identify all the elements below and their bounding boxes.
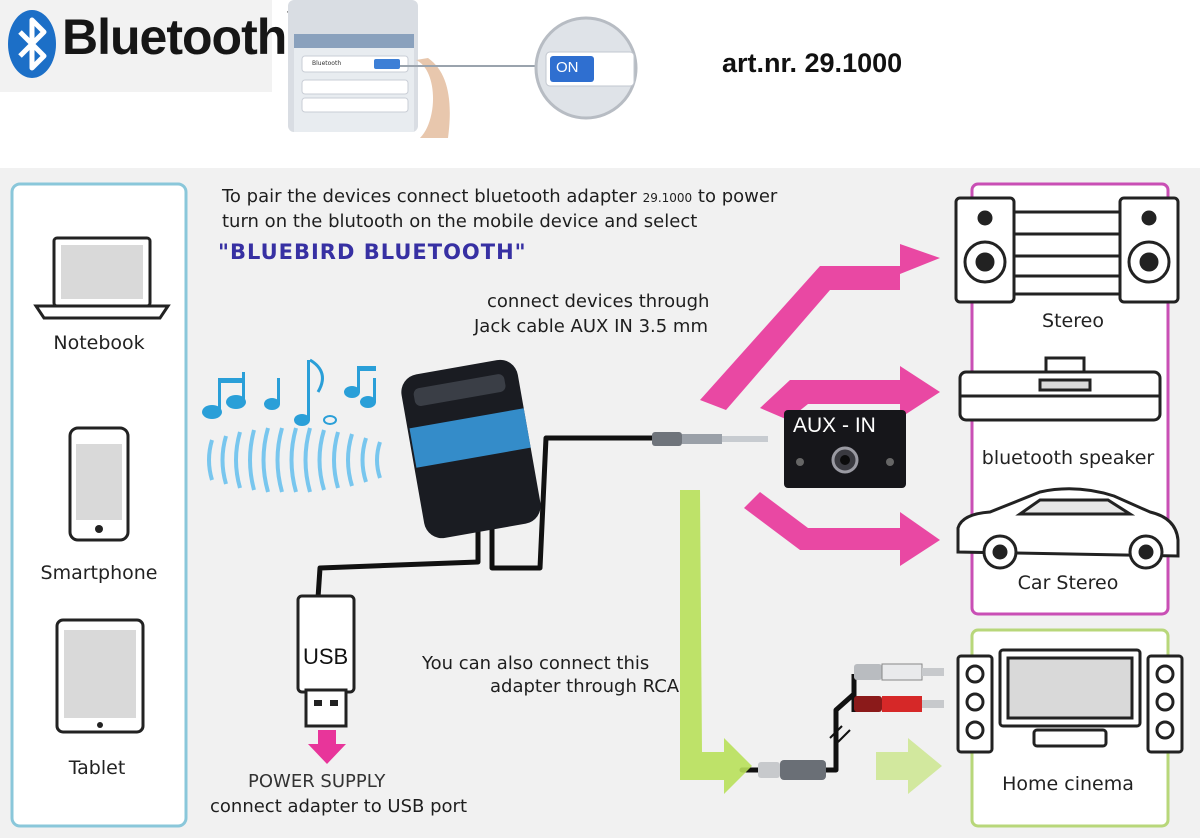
tablet-label: Tablet bbox=[68, 757, 126, 779]
bluetooth-adapter-icon bbox=[401, 359, 541, 539]
bluetooth-toggle-label: ON bbox=[556, 59, 579, 76]
bluetooth-waves-icon bbox=[207, 427, 382, 493]
car-stereo-icon bbox=[956, 487, 1180, 570]
pair-instruction-line1: To pair the devices connect bluetooth ad… bbox=[222, 186, 778, 207]
rca-note-line2: adapter through RCA bbox=[490, 676, 680, 697]
green-rca-arrows bbox=[680, 490, 942, 794]
stereo-label: Stereo bbox=[1042, 310, 1104, 332]
car-stereo-label: Car Stereo bbox=[1017, 572, 1119, 594]
article-number: art.nr. 29.1000 bbox=[722, 48, 903, 78]
aux-in-label: AUX - IN bbox=[793, 414, 876, 437]
bluetooth-logo-icon bbox=[8, 10, 56, 78]
rca-note-line1: You can also connect this bbox=[422, 653, 650, 674]
jack-plug-icon bbox=[652, 432, 768, 446]
notebook-icon bbox=[33, 236, 171, 320]
power-supply-hint: connect adapter to USB port bbox=[210, 796, 468, 817]
home-cinema-label: Home cinema bbox=[1002, 773, 1134, 795]
usb-label: USB bbox=[303, 644, 349, 669]
aux-in-box-icon bbox=[784, 410, 906, 488]
jack-note-line1: connect devices through bbox=[487, 291, 710, 312]
power-arrow-icon bbox=[308, 730, 346, 764]
cables bbox=[315, 435, 857, 773]
music-notes-icon bbox=[202, 358, 376, 426]
usb-plug-icon bbox=[296, 594, 356, 728]
notebook-label: Notebook bbox=[53, 332, 145, 354]
smartphone-label: Smartphone bbox=[40, 562, 158, 584]
bluetooth-speaker-icon bbox=[958, 356, 1162, 422]
phone-bluetooth-row-label: Bluetooth bbox=[312, 60, 342, 67]
home-cinema-icon bbox=[956, 648, 1184, 754]
device-name-label: "BLUEBIRD BLUETOOTH" bbox=[218, 240, 527, 264]
stereo-icon bbox=[954, 196, 1180, 304]
pink-output-arrows bbox=[700, 244, 940, 566]
bluetooth-speaker-label: bluetooth speaker bbox=[981, 447, 1155, 469]
smartphone-icon bbox=[68, 426, 130, 542]
jack-note-line2: Jack cable AUX IN 3.5 mm bbox=[474, 316, 708, 337]
power-supply-label: POWER SUPPLY bbox=[248, 771, 386, 792]
pair-instruction-line2: turn on the blutooth on the mobile devic… bbox=[222, 211, 698, 232]
rca-plugs-icon bbox=[758, 663, 944, 780]
phone-settings-illustration bbox=[288, 0, 638, 138]
tablet-icon bbox=[55, 618, 145, 734]
